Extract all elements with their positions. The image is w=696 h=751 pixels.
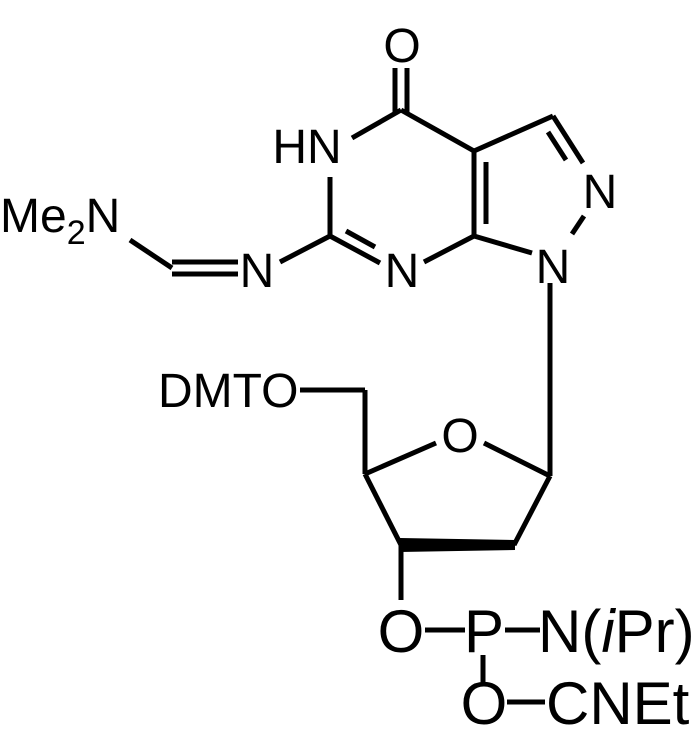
atom-ring-o: O <box>441 410 478 463</box>
atom-exo-n: N <box>240 245 275 298</box>
cyanoethyl-label: CNEt <box>546 670 690 737</box>
dimethylamino-label: Me2N <box>0 190 120 252</box>
atom-n1: N <box>536 241 571 294</box>
atom-phosphorus: P <box>464 598 504 665</box>
dmt-ether-label: DMTO <box>158 365 298 418</box>
atom-n7: N <box>385 245 420 298</box>
atom-carbonyl-o: O <box>383 20 420 73</box>
atom-n2: N <box>583 166 618 219</box>
atom-cyanoethyl-o: O <box>461 670 508 737</box>
atom-n3h: HN <box>272 121 341 174</box>
atom-o3: O <box>378 598 425 665</box>
atom-labels: O HN N N N N Me2N DMTO O O P N(iPr)2 O C… <box>0 20 696 737</box>
wedge-bond <box>400 538 515 552</box>
bonds <box>128 68 587 705</box>
diisopropylamino-label: N(iPr)2 <box>538 598 696 674</box>
